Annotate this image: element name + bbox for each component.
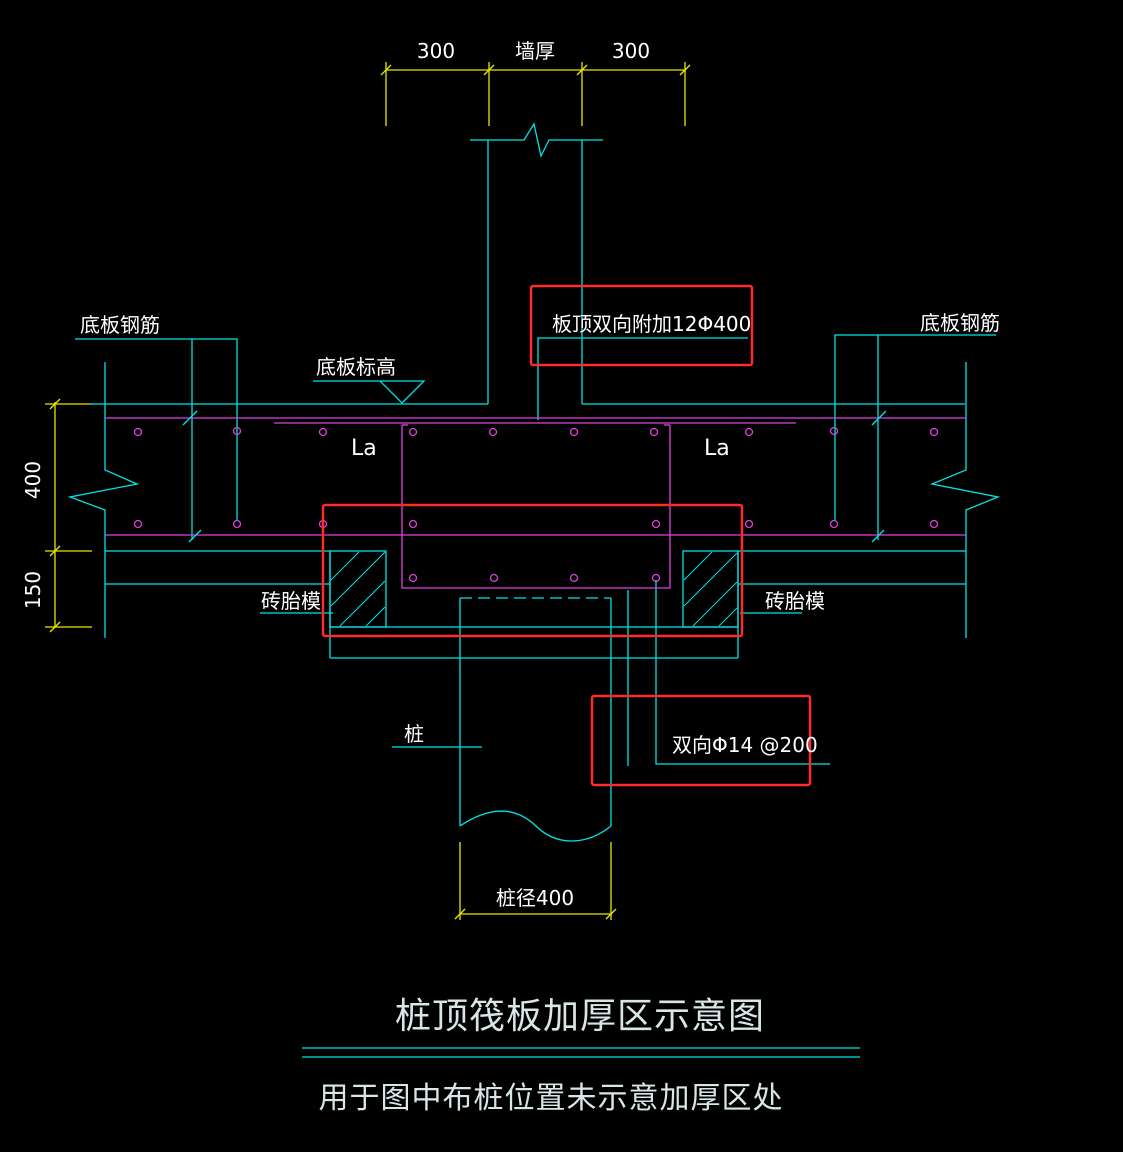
label-bottom-rebar-right: 底板钢筋 <box>920 311 1000 335</box>
label-anchorage-left: La <box>351 436 377 461</box>
drawing-title: 桩顶筏板加厚区示意图 <box>395 996 765 1037</box>
dimension-lines <box>45 62 691 920</box>
drawing-subtitle: 用于图中布桩位置未示意加厚区处 <box>319 1081 784 1116</box>
label-pile: 桩 <box>404 722 424 746</box>
label-anchorage-right: La <box>704 436 730 461</box>
label-two-way-rebar: 双向Φ14 @200 <box>672 733 818 757</box>
rebar-ties <box>182 410 887 543</box>
dim-top-middle: 墙厚 <box>515 39 555 63</box>
label-brick-form-left: 砖胎模 <box>261 589 321 613</box>
dim-pile-diameter: 桩径400 <box>496 886 574 910</box>
highlight-thickened-zone <box>321 503 744 638</box>
dim-side-lower: 150 <box>21 571 45 609</box>
label-brick-form-right: 砖胎模 <box>765 589 825 613</box>
rebar-lines <box>105 417 966 589</box>
dim-top-right: 300 <box>612 39 650 63</box>
highlight-top-rebar <box>529 284 754 367</box>
structure-outline <box>67 122 1001 1058</box>
highlight-boxes <box>321 284 812 787</box>
label-bottom-rebar-left: 底板钢筋 <box>80 313 160 337</box>
label-slab-elevation: 底板标高 <box>316 355 396 379</box>
highlight-two-way-rebar <box>590 694 812 787</box>
dim-top-left: 300 <box>417 39 455 63</box>
dim-side-upper: 400 <box>21 461 45 499</box>
label-top-additional-rebar: 板顶双向附加12Φ400 <box>552 312 751 336</box>
brick-form-hatch <box>330 551 738 627</box>
